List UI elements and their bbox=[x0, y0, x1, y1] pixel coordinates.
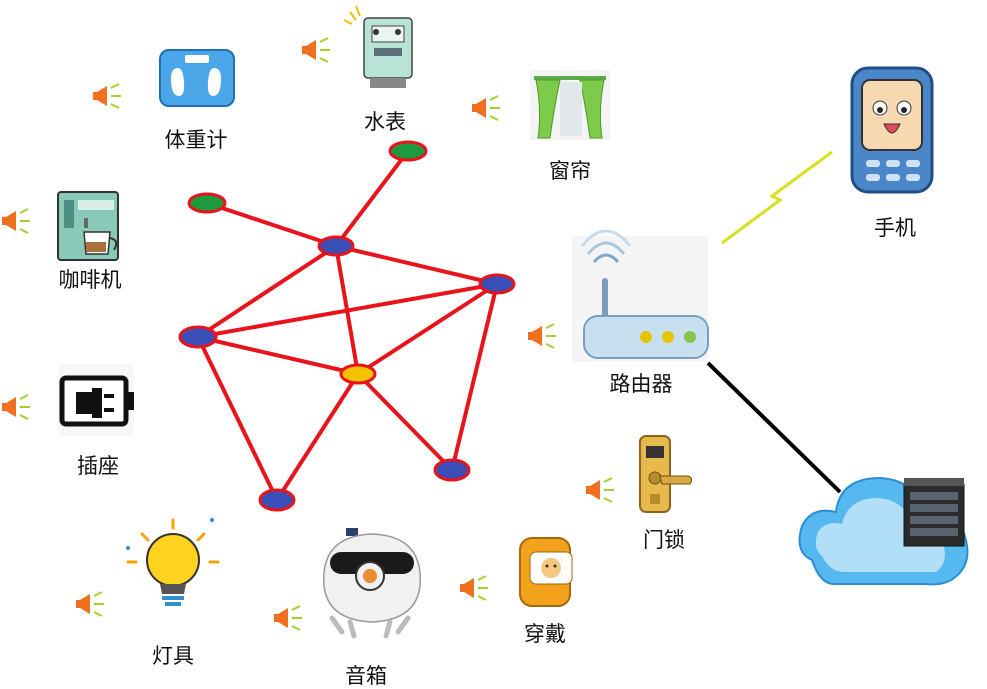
mesh-node bbox=[178, 325, 218, 349]
speaker-icon bbox=[323, 528, 421, 639]
scale-icon bbox=[159, 49, 235, 107]
cloud-server-icon bbox=[798, 476, 969, 586]
coffee-machine-icon bbox=[57, 191, 119, 261]
signal-horn-icon bbox=[585, 477, 615, 503]
signal-horn-icon bbox=[527, 323, 557, 349]
uplink-line bbox=[706, 361, 842, 494]
mesh-link bbox=[356, 372, 454, 472]
signal-horn-icon bbox=[92, 83, 122, 109]
water-meter-icon bbox=[343, 5, 413, 88]
curtain-icon bbox=[530, 70, 610, 140]
mesh-node bbox=[478, 273, 516, 295]
mesh-hub-node bbox=[339, 363, 377, 385]
mesh-link bbox=[196, 336, 279, 501]
signal-horn-icon bbox=[1, 394, 31, 420]
wearable-label: 穿戴 bbox=[524, 622, 566, 646]
mesh-link bbox=[450, 283, 499, 471]
mesh-link bbox=[197, 335, 359, 376]
lamp-label: 灯具 bbox=[152, 644, 194, 668]
signal-horn-icon bbox=[273, 605, 303, 631]
mesh-leaf-node bbox=[187, 192, 227, 214]
scale-label: 体重计 bbox=[164, 128, 228, 152]
speaker-label: 音箱 bbox=[345, 664, 387, 688]
water-meter-label: 水表 bbox=[364, 110, 406, 134]
door-lock-label: 门锁 bbox=[643, 528, 685, 552]
coffee-machine-label: 咖啡机 bbox=[58, 268, 122, 292]
signal-horn-icon bbox=[301, 37, 331, 63]
mesh-link bbox=[197, 282, 498, 339]
mesh-link bbox=[275, 372, 360, 502]
mesh-link bbox=[334, 149, 410, 248]
mesh-link bbox=[196, 244, 338, 339]
router-label: 路由器 bbox=[609, 372, 673, 396]
curtain-label: 窗帘 bbox=[549, 159, 591, 183]
mesh-nodes bbox=[178, 140, 516, 512]
mesh-link bbox=[206, 201, 337, 248]
signal-horn-icon bbox=[471, 95, 501, 121]
wearable-icon bbox=[519, 537, 573, 607]
mesh-node bbox=[258, 488, 296, 512]
door-lock-icon bbox=[639, 435, 693, 513]
socket-icon bbox=[58, 364, 134, 436]
mesh-links bbox=[196, 149, 499, 502]
lamp-icon bbox=[126, 518, 220, 606]
signal-horn-icon bbox=[1, 208, 31, 234]
mesh-node bbox=[317, 235, 355, 257]
socket-label: 插座 bbox=[77, 454, 119, 478]
mesh-link bbox=[335, 244, 498, 286]
signal-horns bbox=[1, 37, 615, 631]
signal-horn-icon bbox=[459, 575, 489, 601]
mesh-node bbox=[433, 458, 471, 482]
mesh-leaf-node bbox=[388, 140, 428, 162]
signal-horn-icon bbox=[75, 591, 105, 617]
wireless-link bbox=[721, 150, 833, 245]
router-icon bbox=[572, 229, 709, 362]
phone-icon bbox=[850, 66, 934, 194]
phone-label: 手机 bbox=[874, 216, 916, 240]
mesh-link bbox=[356, 282, 499, 376]
